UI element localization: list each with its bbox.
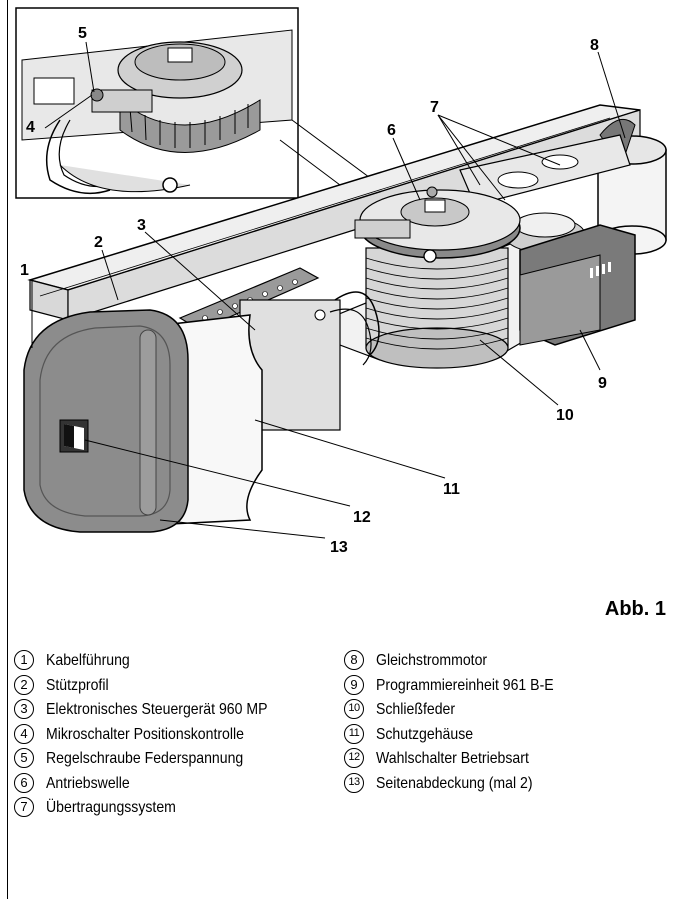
programming-unit [519, 224, 636, 346]
legend-text: Mikroschalter Positionskontrolle [46, 725, 244, 743]
legend-number: 3 [14, 699, 34, 719]
figure-label: Abb. 1 [604, 598, 666, 620]
legend-number: 4 [14, 723, 34, 744]
operator-illustration: 1 2 3 4 5 6 7 8 9 10 11 12 13 [15, 7, 667, 556]
callout-12: 12 [353, 509, 371, 526]
callout-11: 11 [443, 481, 460, 498]
callout-leaders [31, 41, 626, 539]
callout-9: 9 [598, 375, 607, 392]
callout-13: 13 [330, 539, 348, 556]
callout-10: 10 [556, 407, 574, 424]
legend-text: Programmiereinheit 961 B-E [376, 676, 554, 694]
legend-number: 6 [14, 772, 34, 793]
legend-text: Schutzgehäuse [376, 725, 474, 743]
inset-detail [15, 7, 299, 199]
legend-number: 8 [344, 650, 364, 670]
callout-8: 8 [590, 37, 599, 54]
legend-text: Regelschraube Federspannung [46, 750, 244, 767]
callout-6: 6 [387, 122, 396, 139]
legend-text: Übertragungssystem [46, 799, 176, 816]
legend-text: Seitenabdeckung (mal 2) [376, 774, 533, 792]
legend-text: Wahlschalter Betriebsart [376, 750, 529, 767]
legend-text: Gleichstrommotor [376, 652, 488, 669]
callout-1: 1 [20, 262, 29, 279]
legend-text: Antriebswelle [46, 774, 130, 792]
callout-numbers: 1 2 3 4 5 6 7 8 9 10 11 12 13 [20, 25, 607, 556]
callout-5: 5 [78, 25, 87, 42]
closing-spring [365, 247, 509, 369]
legend-text: Schließfeder [376, 701, 456, 718]
legend-number: 2 [14, 674, 34, 695]
callout-7: 7 [430, 99, 439, 116]
legend-number: 11 [344, 723, 364, 744]
mode-selector-icon [59, 419, 89, 453]
legend-text: Elektronisches Steuergerät 960 MP [46, 701, 268, 718]
callout-2: 2 [94, 234, 103, 251]
legend-number: 1 [14, 650, 34, 670]
legend-number: 5 [14, 748, 34, 768]
legend-text: Stützprofil [46, 676, 109, 694]
legend-number: 7 [14, 797, 34, 817]
side-cover [23, 309, 189, 533]
legend-number: 13 [344, 772, 364, 793]
legend-number: 10 [344, 699, 364, 719]
callout-4: 4 [26, 119, 35, 136]
legend-number: 12 [344, 748, 364, 768]
legend-text: Kabelführung [46, 652, 130, 669]
page-border-left [7, 0, 8, 899]
legend-number: 9 [344, 674, 364, 695]
callout-3: 3 [137, 217, 146, 234]
parts-legend: 1 Kabelführung 2 Stützprofil 3 Elektronisches… [14, 650, 664, 880]
